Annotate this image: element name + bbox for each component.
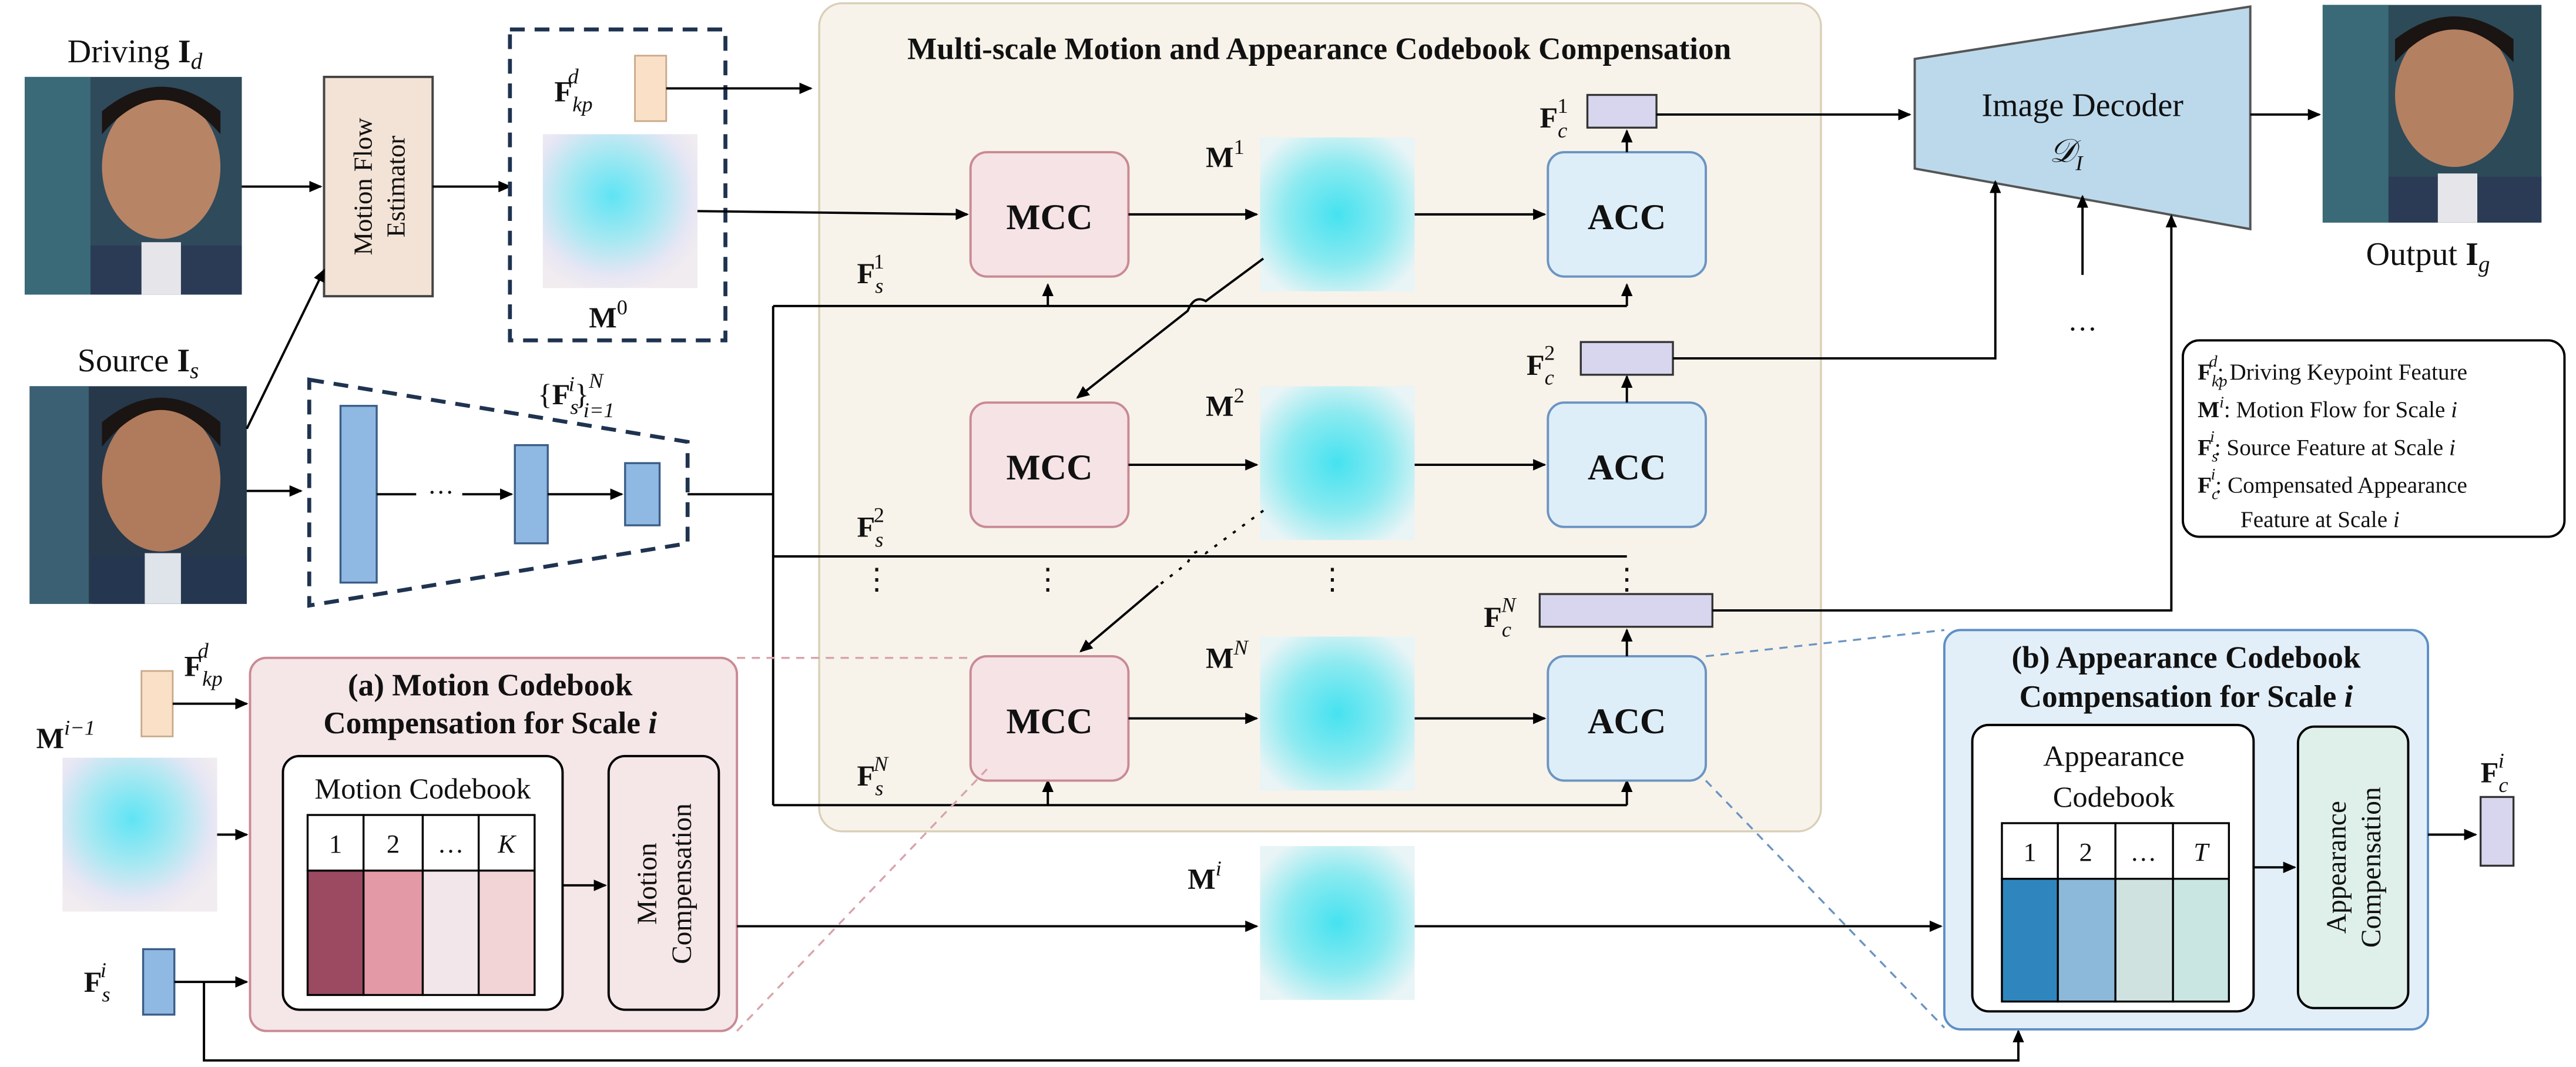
motion-codebook-cell-1: 1: [329, 829, 342, 858]
driving-image: [24, 76, 242, 295]
mcc-label-1: MCC: [1007, 197, 1093, 237]
vdots-3: ⋮: [1317, 563, 1347, 596]
legend-item-m: Mi: Motion Flow for Scale i: [2198, 394, 2457, 423]
fc-i-label: Fci: [2481, 749, 2508, 797]
source-label: Source Is: [78, 343, 199, 383]
motion-codebook-cell-4: K: [497, 829, 516, 858]
m0-label: M0: [589, 296, 628, 334]
legend-box: [2181, 339, 2566, 538]
main-panel-title: Multi-scale Motion and Appearance Codebo…: [907, 32, 1731, 66]
fs2-label: Fs2: [857, 504, 884, 552]
fs-i-label: Fsi: [84, 958, 110, 1006]
motion-codebook-cell-2: 2: [387, 829, 400, 858]
m-i-label: Mi: [1188, 857, 1222, 895]
image-decoder-label: Image Decoder: [1981, 88, 2183, 124]
acc-label-2: ACC: [1588, 448, 1666, 488]
fc1-label: Fc1: [1539, 94, 1568, 142]
decoder-hdots: ···: [2068, 313, 2097, 345]
vdots-1: ⋮: [862, 563, 891, 596]
m2-flow-image: [1260, 386, 1415, 541]
encoder-dots: ···: [428, 477, 454, 506]
driving-label: Driving Id: [68, 33, 203, 74]
source-encoder: [307, 377, 690, 608]
legend-item-fs: Fsi: Source Feature at Scale i: [2198, 428, 2456, 465]
encoder-feature-3: [624, 462, 661, 526]
acc-label-N: ACC: [1588, 702, 1666, 741]
legend-item-fc-line2: Feature at Scale i: [2240, 507, 2400, 532]
fc-i-feature: [2479, 796, 2515, 867]
fsN-label: FsN: [857, 752, 889, 800]
mN-label: MN: [1206, 636, 1249, 674]
m-prev-label: Mi−1: [36, 716, 95, 754]
panel-b-title: (b) Appearance Codebook: [2012, 641, 2361, 675]
motion-codebook-cell-3: …: [438, 829, 464, 858]
appearance-codebook-cell-4: T: [2193, 837, 2210, 867]
encoder-feature-2: [514, 444, 549, 545]
fkp-feature: [634, 55, 668, 122]
panel-a-title-2: Compensation for Scale i: [323, 706, 657, 740]
m2-label: M2: [1206, 384, 1245, 422]
vdots-4: ⋮: [1612, 563, 1642, 596]
legend-item-fc: Fci: Compensated Appearance: [2198, 465, 2467, 503]
appearance-codebook-table: [2001, 822, 2230, 1003]
fs1-label: Fs1: [857, 250, 884, 298]
fc1-feature: [1586, 93, 1658, 129]
output-image: [2322, 5, 2542, 223]
m0-flow-image: [542, 134, 697, 288]
fkp-a-feature: [140, 670, 174, 737]
fs-i-feature: [142, 948, 176, 1016]
acc-box-N: [1547, 655, 1708, 782]
motion-codebook-label: Motion Codebook: [314, 772, 531, 805]
fcN-feature: [1538, 593, 1713, 628]
acc-label-1: ACC: [1588, 197, 1666, 237]
appearance-codebook-cell-1: 1: [2023, 837, 2036, 867]
m0-dashed-box: [508, 27, 727, 343]
fc2-label: Fc2: [1527, 341, 1555, 390]
mcc-label-N: MCC: [1007, 702, 1093, 741]
encoder-feature-1: [339, 405, 378, 584]
image-decoder: [1913, 5, 2252, 231]
panel-a-title: (a) Motion Codebook: [348, 669, 633, 703]
mN-flow-image: [1260, 636, 1415, 791]
mcc-label-2: MCC: [1007, 448, 1093, 488]
m1-label: M1: [1206, 135, 1245, 173]
motion-compensation-box: [607, 754, 720, 1011]
m-i-flow-image: [1260, 845, 1415, 1000]
fkp-label: Fkpd: [554, 65, 592, 116]
m1-flow-image: [1260, 137, 1415, 291]
legend-item-fkp: Fkpd: Driving Keypoint Feature: [2198, 353, 2467, 390]
appearance-compensation-box: [2296, 725, 2410, 1009]
source-image: [29, 386, 247, 604]
motion-flow-estimator: [323, 75, 434, 298]
appearance-codebook-cell-3: …: [2130, 837, 2156, 867]
decoder-symbol: 𝒟I: [2050, 133, 2084, 175]
fcN-label: FcN: [1484, 593, 1517, 642]
vdots-2: ⋮: [1033, 563, 1062, 596]
fc2-feature: [1579, 341, 1674, 376]
appearance-codebook-cell-2: 2: [2079, 837, 2092, 867]
fkp-a-label: Fkpd: [185, 639, 223, 690]
motion-codebook-table: [306, 814, 536, 996]
output-label: Output Ig: [2366, 236, 2490, 277]
m-prev-flow-image: [62, 757, 217, 912]
panel-b-title-2: Compensation for Scale i: [2020, 680, 2353, 714]
